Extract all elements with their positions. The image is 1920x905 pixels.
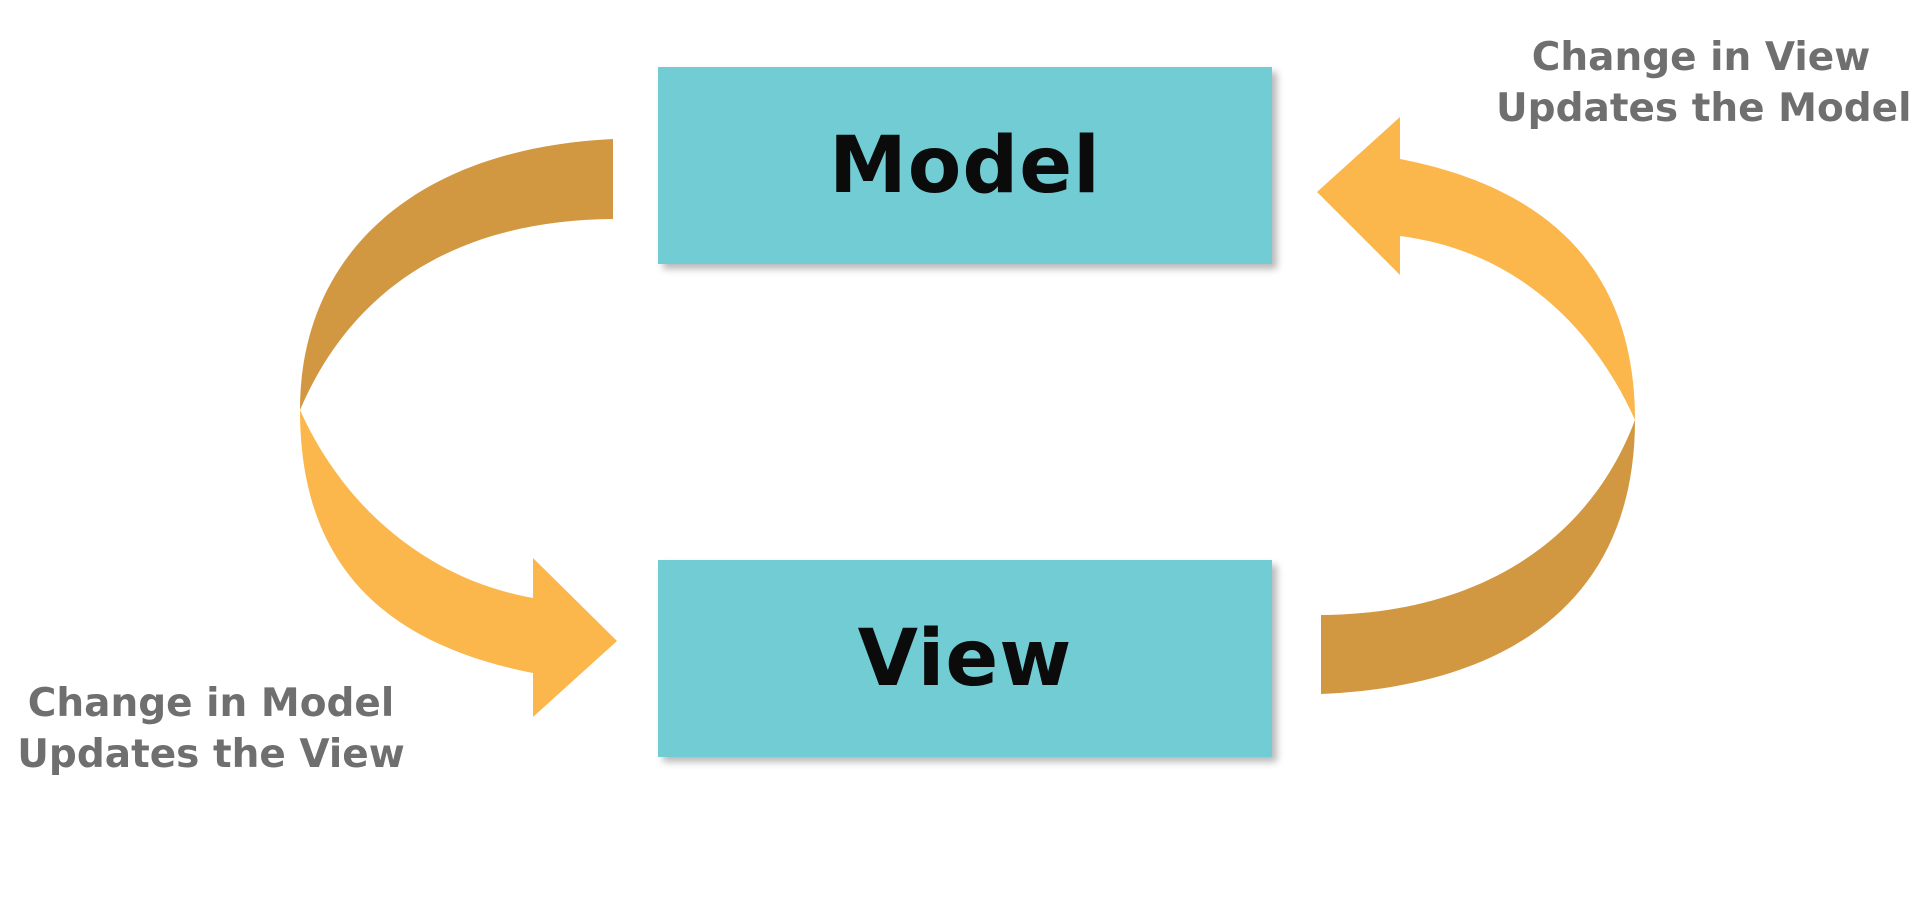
view-box: View [658, 560, 1272, 757]
model-box-label: Model [829, 120, 1101, 211]
model-to-view-caption-line2: Updates the View [17, 732, 405, 777]
view-to-model-caption-line1: Change in View [1531, 35, 1871, 80]
model-to-view-caption-line1: Change in Model [27, 681, 395, 726]
view-to-model-caption-line2: Updates the Model [1496, 86, 1912, 131]
view-box-label: View [857, 613, 1073, 704]
view-to-model-arrow-upper-band [1317, 117, 1635, 420]
model-to-view-arrow [300, 139, 617, 717]
view-to-model-arrow-lower-band [1321, 420, 1635, 694]
model-to-view-arrow-upper-band [300, 139, 613, 410]
view-to-model-arrow [1317, 117, 1635, 694]
model-to-view-arrow-lower-band [300, 410, 617, 717]
view-to-model-caption: Change in View Updates the Model [1496, 32, 1912, 134]
model-to-view-caption: Change in Model Updates the View [6, 678, 416, 780]
model-box: Model [658, 67, 1272, 264]
